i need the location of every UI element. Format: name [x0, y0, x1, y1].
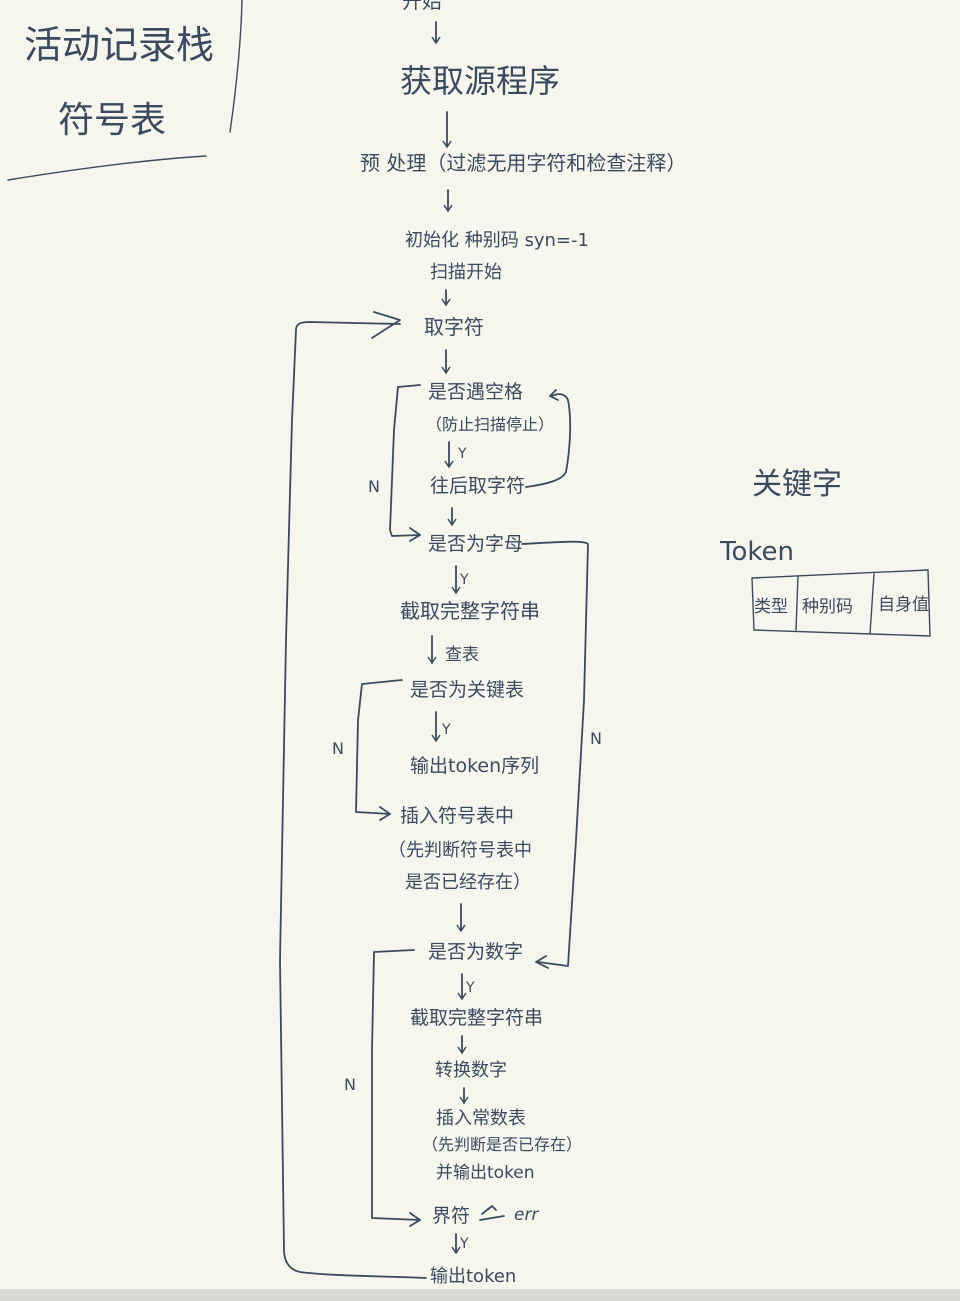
- node-get-source: 获取源程序: [400, 62, 560, 100]
- branch-digit-no-arrowhead: [409, 1212, 421, 1227]
- node-is-letter: 是否为字母: [428, 533, 523, 555]
- branch-letter-no: [521, 540, 589, 967]
- main-flow: 开始 获取源程序 预 处理（过滤无用字符和检查注释） 初始化 种别码 syn=-…: [279, 0, 686, 1287]
- label-space-yes: Y: [457, 446, 467, 462]
- bottom-scroll-bar: [0, 1289, 960, 1301]
- node-scan-start: 扫描开始: [430, 262, 502, 283]
- label-keyword-yes: Y: [441, 722, 451, 738]
- note-box: 活动记录栈 符号表: [7, 0, 243, 181]
- note-box-right-border: [229, 0, 243, 133]
- node-output-token: 输出token: [430, 1266, 516, 1287]
- label-lookup-table: 查表: [445, 645, 479, 665]
- label-letter-yes: Y: [459, 572, 469, 588]
- node-start: 开始: [402, 0, 442, 13]
- label-digit-no: N: [344, 1075, 356, 1094]
- node-insert-const: 插入常数表: [436, 1108, 526, 1129]
- node-insert-symbol-note1: （先判断符号表中: [388, 840, 532, 861]
- token-field-value: 自身值: [878, 595, 929, 615]
- note-activation-stack: 活动记录栈: [24, 23, 214, 67]
- node-get-char: 取字符: [424, 315, 484, 339]
- token-panel: 关键字 Token 类型 种别码 自身值: [719, 467, 931, 637]
- loop-next-char-arrowhead: [549, 389, 559, 401]
- label-keyword-no: N: [332, 739, 344, 758]
- node-get-full-string2: 截取完整字符串: [410, 1007, 543, 1029]
- token-title: Token: [719, 537, 794, 567]
- node-is-keyword: 是否为关键表: [410, 679, 524, 701]
- node-preprocess: 预 处理（过滤无用字符和检查注释）: [360, 151, 686, 175]
- branch-space-no-arrowhead: [409, 527, 421, 542]
- token-table-border: [751, 569, 931, 637]
- label-space-no: N: [368, 477, 380, 496]
- node-get-next-char: 往后取字符: [430, 475, 525, 497]
- branch-space-no: [389, 384, 421, 537]
- branch-keyword-no: [355, 679, 403, 815]
- token-table-divider-2: [869, 573, 875, 635]
- note-box-bottom-border: [7, 155, 207, 181]
- token-table-divider-1: [795, 575, 799, 631]
- arrow-delimiter-to-err: [479, 1205, 505, 1221]
- node-insert-const-note: （先判断是否已存在）: [422, 1135, 582, 1154]
- note-symbol-table: 符号表: [58, 100, 166, 141]
- label-letter-no: N: [590, 729, 602, 748]
- node-is-digit: 是否为数字: [428, 941, 523, 963]
- loop-next-char-back: [525, 393, 572, 488]
- keyword-title: 关键字: [752, 467, 842, 502]
- node-is-space-note: （防止扫描停止）: [426, 415, 554, 434]
- node-output-token-seq: 输出token序列: [410, 755, 539, 777]
- node-delimiter: 界符: [432, 1205, 470, 1227]
- branch-digit-no: [371, 949, 421, 1221]
- node-init: 初始化 种别码 syn=-1: [405, 230, 589, 251]
- branch-letter-no-arrowhead: [535, 955, 549, 969]
- token-field-type: 类型: [754, 597, 788, 617]
- loop-back-arrowhead: [371, 311, 401, 339]
- node-insert-symbol-note2: 是否已经存在）: [405, 872, 531, 893]
- node-is-space: 是否遇空格: [428, 381, 523, 403]
- node-insert-symbol: 插入符号表中: [400, 805, 514, 827]
- token-field-syn: 种别码: [802, 597, 853, 617]
- node-err: err: [514, 1205, 539, 1225]
- node-convert-number: 转换数字: [435, 1060, 507, 1081]
- label-delimiter-yes: Y: [459, 1236, 469, 1252]
- loop-back-to-get-char: [279, 321, 427, 1279]
- branch-keyword-no-arrowhead: [379, 806, 391, 821]
- node-get-full-string: 截取完整字符串: [400, 599, 540, 623]
- node-insert-const-output: 并输出token: [436, 1163, 535, 1183]
- label-digit-yes: Y: [465, 980, 475, 996]
